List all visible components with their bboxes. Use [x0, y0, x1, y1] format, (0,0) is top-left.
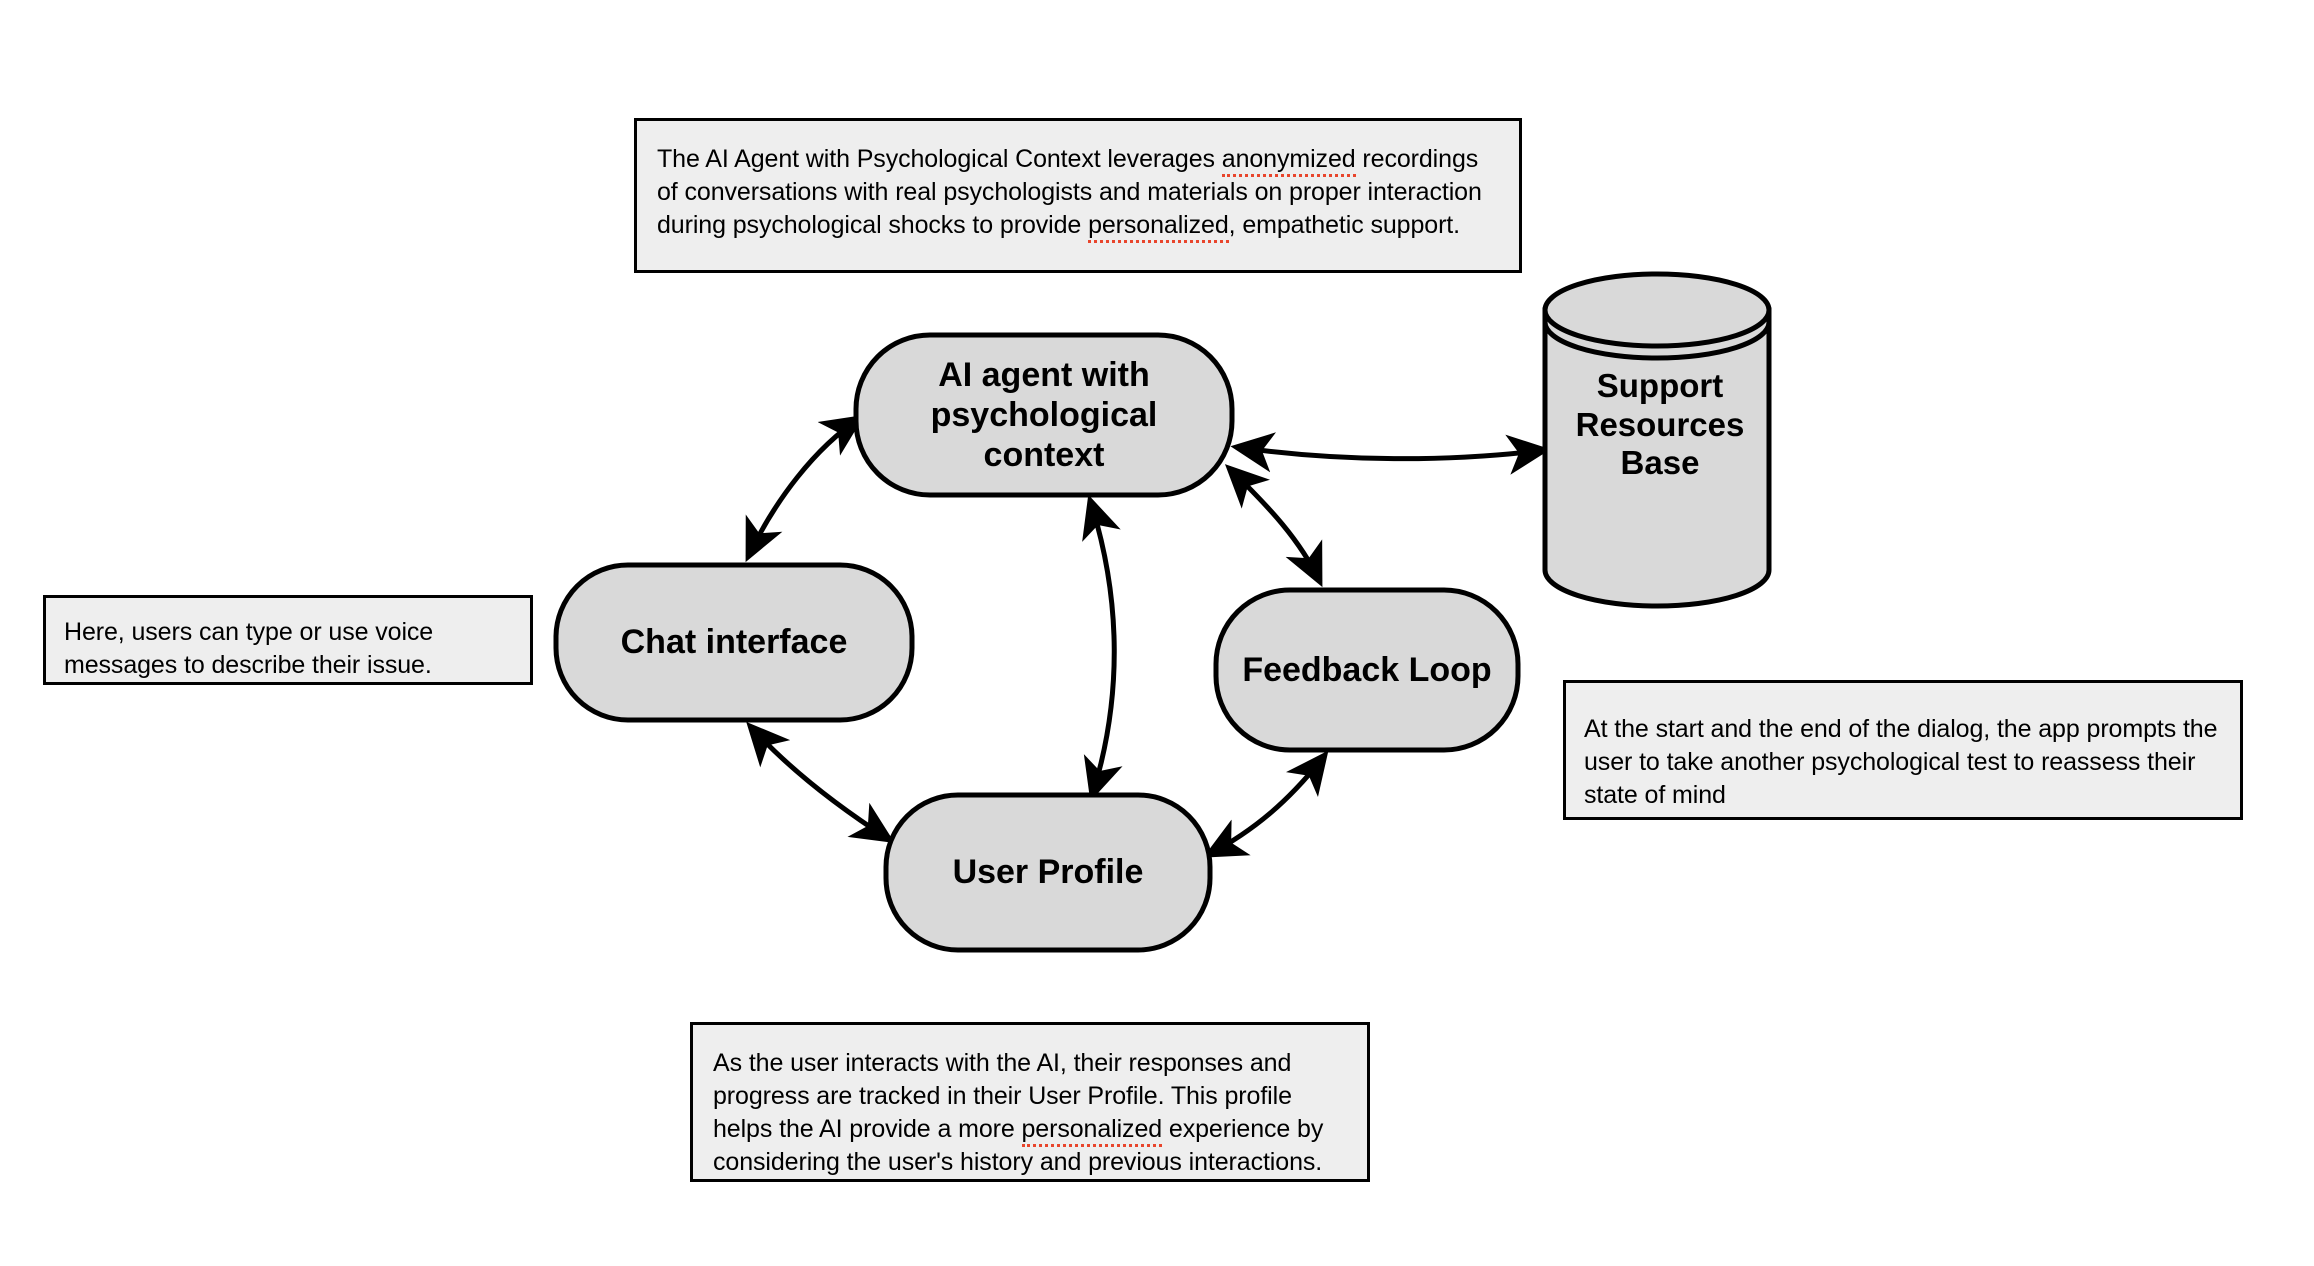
- node-chat-interface[interactable]: [553, 562, 915, 723]
- misspelled-word-personalized: personalized: [1088, 211, 1229, 243]
- callout-ai-agent-part2: recordings of conversations with real ps…: [657, 145, 1482, 239]
- connector-ai-agent-user-profile: [1082, 494, 1123, 802]
- node-ai-agent[interactable]: [853, 332, 1235, 498]
- callout-user-profile-part2: experience by considering the user's his…: [713, 1115, 1324, 1176]
- node-support-resources-base[interactable]: [1542, 271, 1772, 609]
- callout-feedback-loop-note: At the start and the end of the dialog, …: [1563, 680, 2243, 820]
- connector-chat-interface-user-profile: [746, 721, 895, 844]
- node-user-profile[interactable]: [883, 792, 1213, 953]
- callout-user-profile-part1: As the user interacts with the AI, their…: [713, 1049, 1292, 1143]
- callout-ai-agent-text: The AI Agent with Psychological Context …: [657, 143, 1501, 243]
- callout-user-profile-note: As the user interacts with the AI, their…: [690, 1022, 1370, 1182]
- callout-ai-agent-part3: , empathetic support.: [1228, 211, 1460, 239]
- callout-ai-agent-note: The AI Agent with Psychological Context …: [634, 118, 1522, 273]
- cylinder-body: [1542, 307, 1772, 609]
- connector-ai-agent-support-resources: [1230, 432, 1551, 475]
- callout-feedback-text: At the start and the end of the dialog, …: [1584, 715, 2218, 809]
- connector-ai-agent-chat-interface: [745, 414, 865, 563]
- misspelled-word-anonymized: anonymized: [1221, 145, 1356, 177]
- node-feedback-loop[interactable]: [1213, 587, 1521, 753]
- callout-chat-text: Here, users can type or use voice messag…: [64, 618, 434, 679]
- connector-feedback-loop-user-profile: [1203, 750, 1329, 858]
- connector-ai-agent-feedback-loop: [1224, 464, 1323, 588]
- misspelled-word-personalized: personalized: [1021, 1115, 1162, 1147]
- callout-user-profile-text: As the user interacts with the AI, their…: [713, 1047, 1349, 1179]
- callout-chat-interface-note: Here, users can type or use voice messag…: [43, 595, 533, 685]
- cylinder-top: [1542, 271, 1772, 349]
- callout-ai-agent-part1: The AI Agent with Psychological Context …: [657, 145, 1222, 173]
